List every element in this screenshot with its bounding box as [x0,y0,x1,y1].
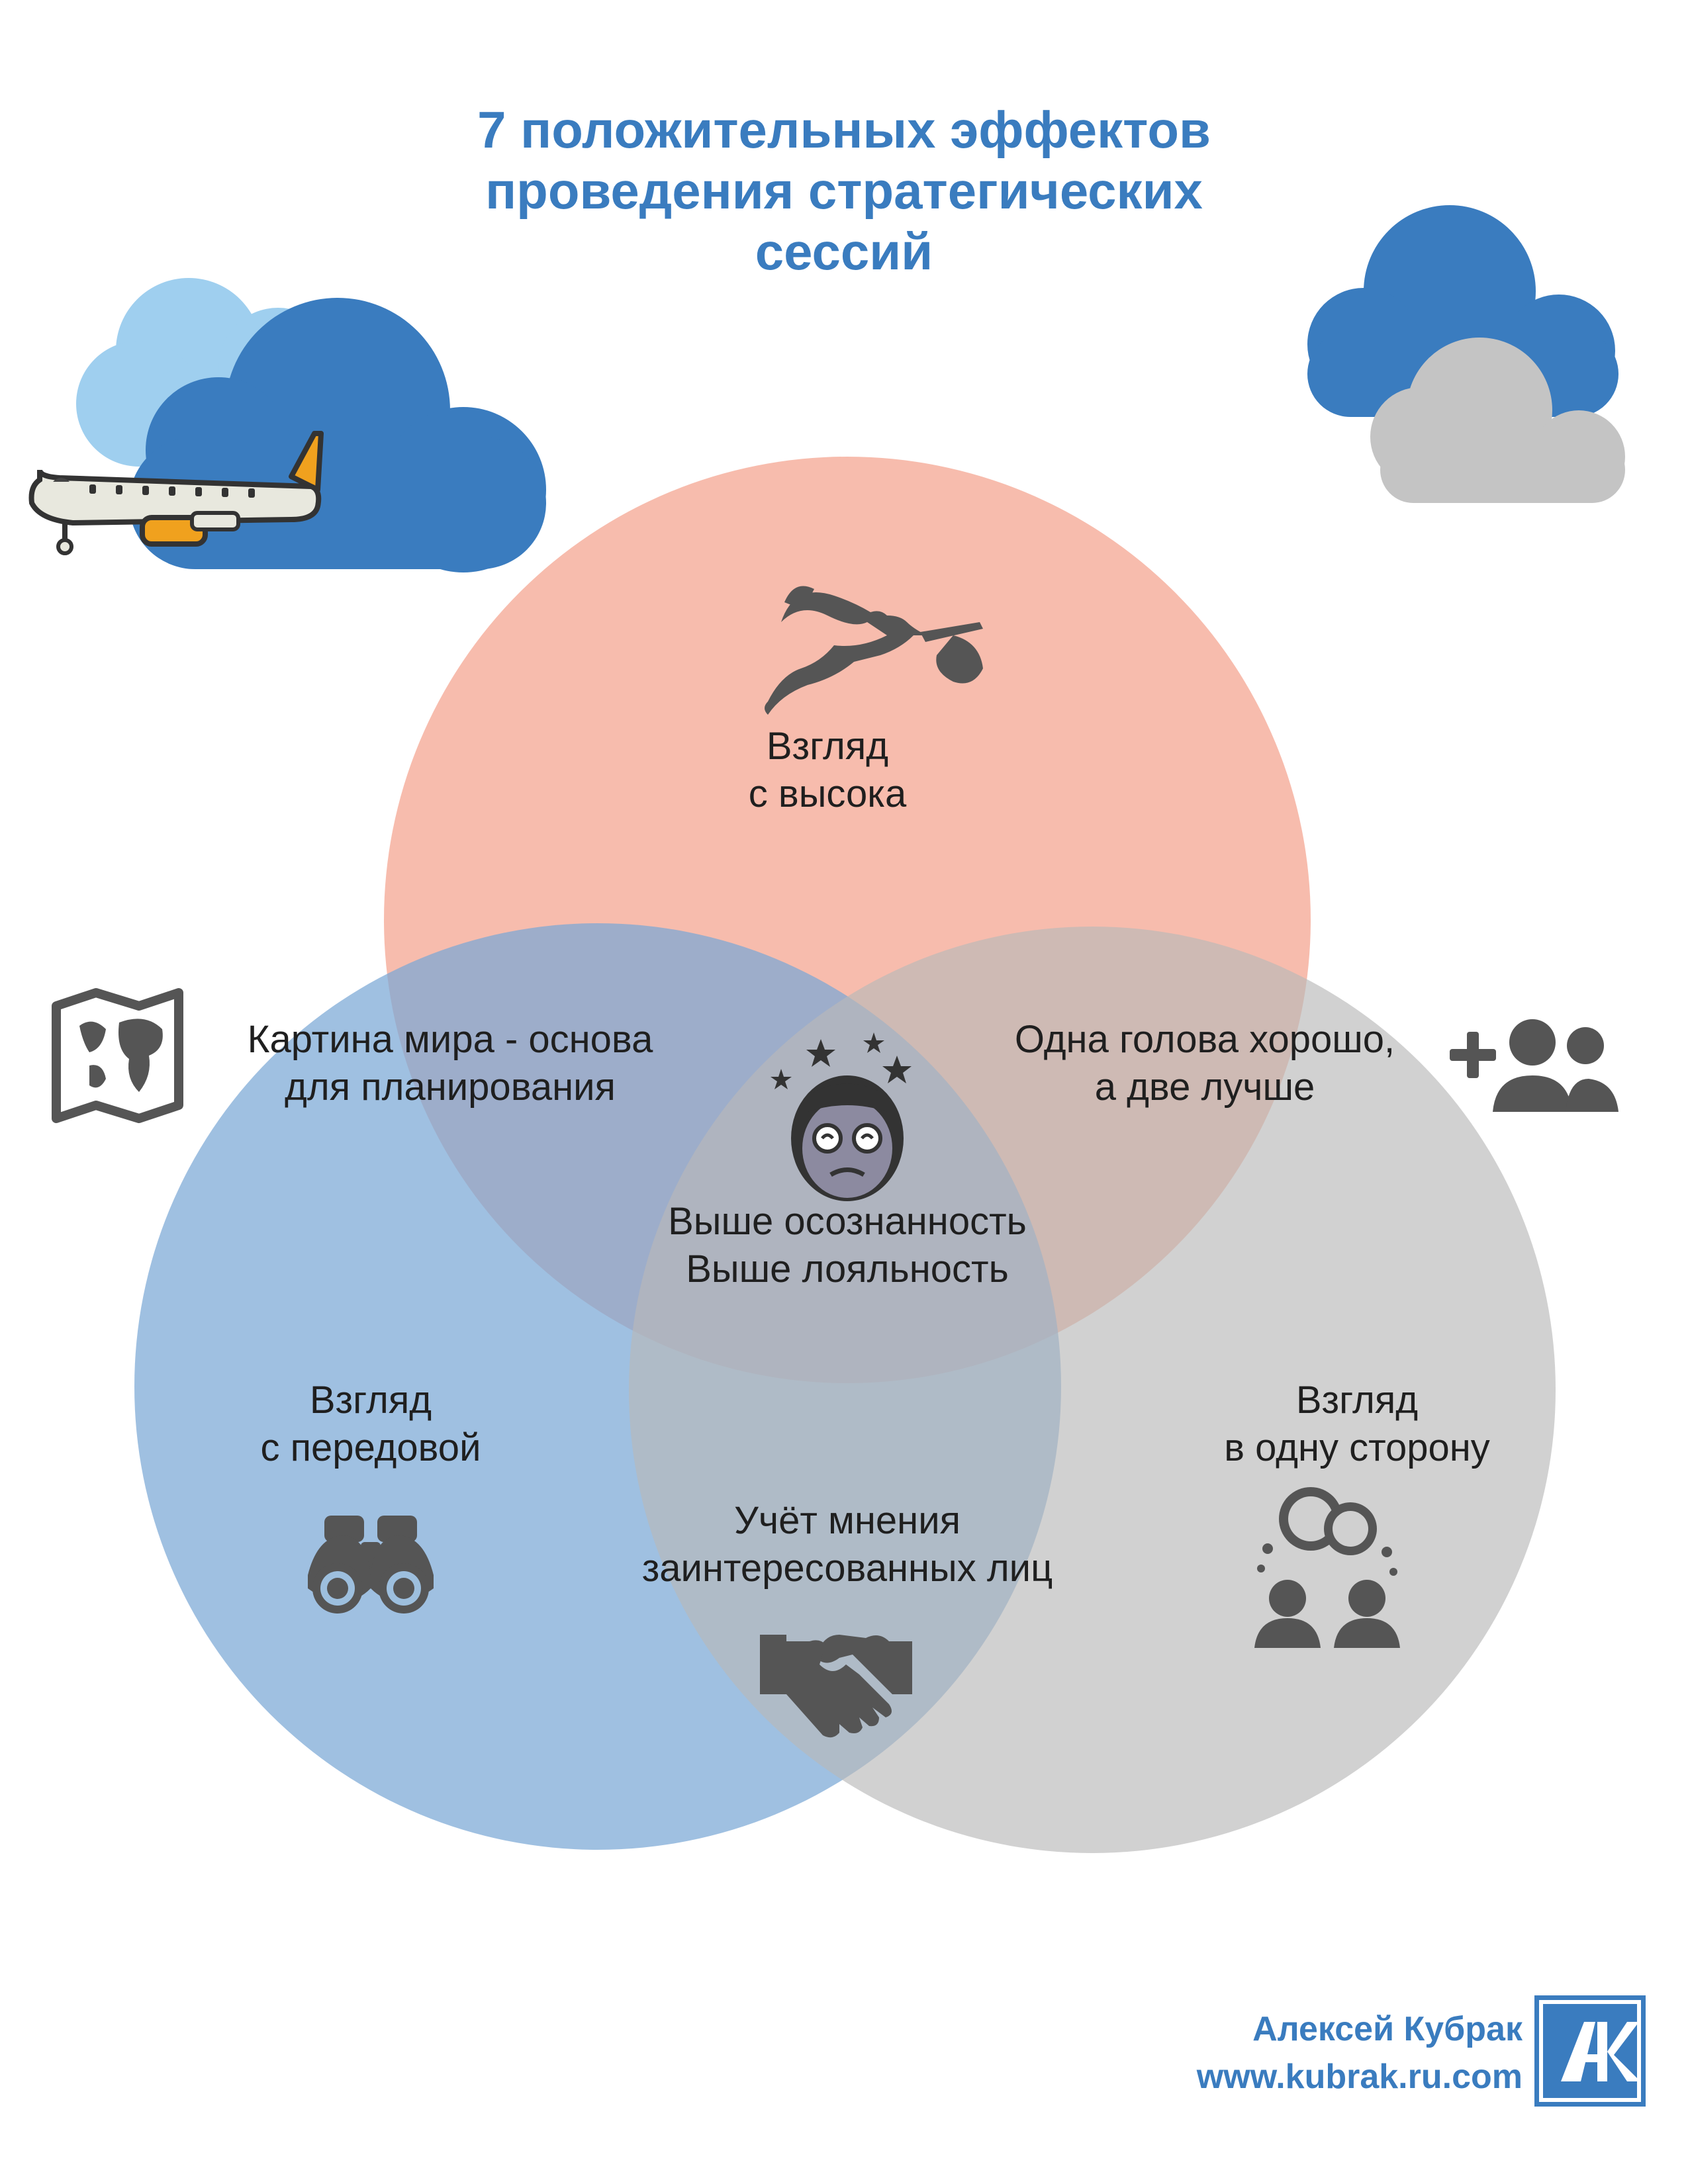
label-right-circle: Взгляд в одну сторону [1172,1377,1542,1472]
author-logo [1534,1995,1646,2107]
logo-mark-icon [1539,2000,1641,2102]
label-top-right-overlap: Одна голова хорошо, а две лучше [953,1016,1456,1111]
cloud-right-decor [1307,205,1625,503]
gray-cloud-icon [1370,338,1625,503]
page-title: 7 положительных эффектов проведения стра… [0,99,1688,282]
author-name: Алексей Кубрак [1252,2010,1523,2048]
label-top-left-overlap: Картина мира - основа для планирования [199,1016,702,1111]
title-line-3: сессий [755,222,933,281]
title-line-2: проведения стратегических [485,161,1203,220]
label-left-right-line-1: Учёт мнения [734,1499,961,1542]
binoculars-icon [308,1516,434,1614]
label-left-line-2: с передовой [260,1426,481,1469]
label-center-overlap: Выше осознанность Выше лояльность [596,1198,1099,1293]
dizzy-face-icon [771,1032,912,1201]
people-thinking-icon [1254,1487,1400,1648]
label-top-line-2: с высока [748,772,907,815]
label-left-right-line-2: заинтересованных лиц [641,1547,1053,1590]
label-top-right-line-2: а две лучше [1094,1066,1315,1109]
label-top-circle: Взгляд с высока [662,723,993,818]
label-center-line-2: Выше лояльность [686,1248,1009,1291]
label-center-line-1: Выше осознанность [668,1200,1027,1243]
label-right-line-1: Взгляд [1295,1379,1419,1422]
label-top-line-1: Взгляд [766,725,889,768]
stork-icon [765,586,983,715]
handshake-icon [760,1635,912,1738]
label-right-line-2: в одну сторону [1224,1426,1490,1469]
cloud-left-decor [76,278,546,572]
label-top-left-line-2: для планирования [285,1066,616,1109]
label-left-line-1: Взгляд [309,1379,432,1422]
label-left-right-overlap: Учёт мнения заинтересованных лиц [583,1497,1112,1592]
world-map-icon [52,988,183,1123]
add-people-icon [1450,1019,1618,1112]
label-left-circle: Взгляд с передовой [205,1377,536,1472]
author-site[interactable]: www.kubrak.ru.com [1196,2058,1523,2096]
author-credit: Алексей Кубрак www.kubrak.ru.com [1197,2005,1523,2101]
label-top-left-line-1: Картина мира - основа [247,1018,653,1061]
airplane-icon [28,431,324,555]
label-top-right-line-1: Одна голова хорошо, [1014,1018,1395,1061]
title-line-1: 7 положительных эффектов [477,101,1211,159]
